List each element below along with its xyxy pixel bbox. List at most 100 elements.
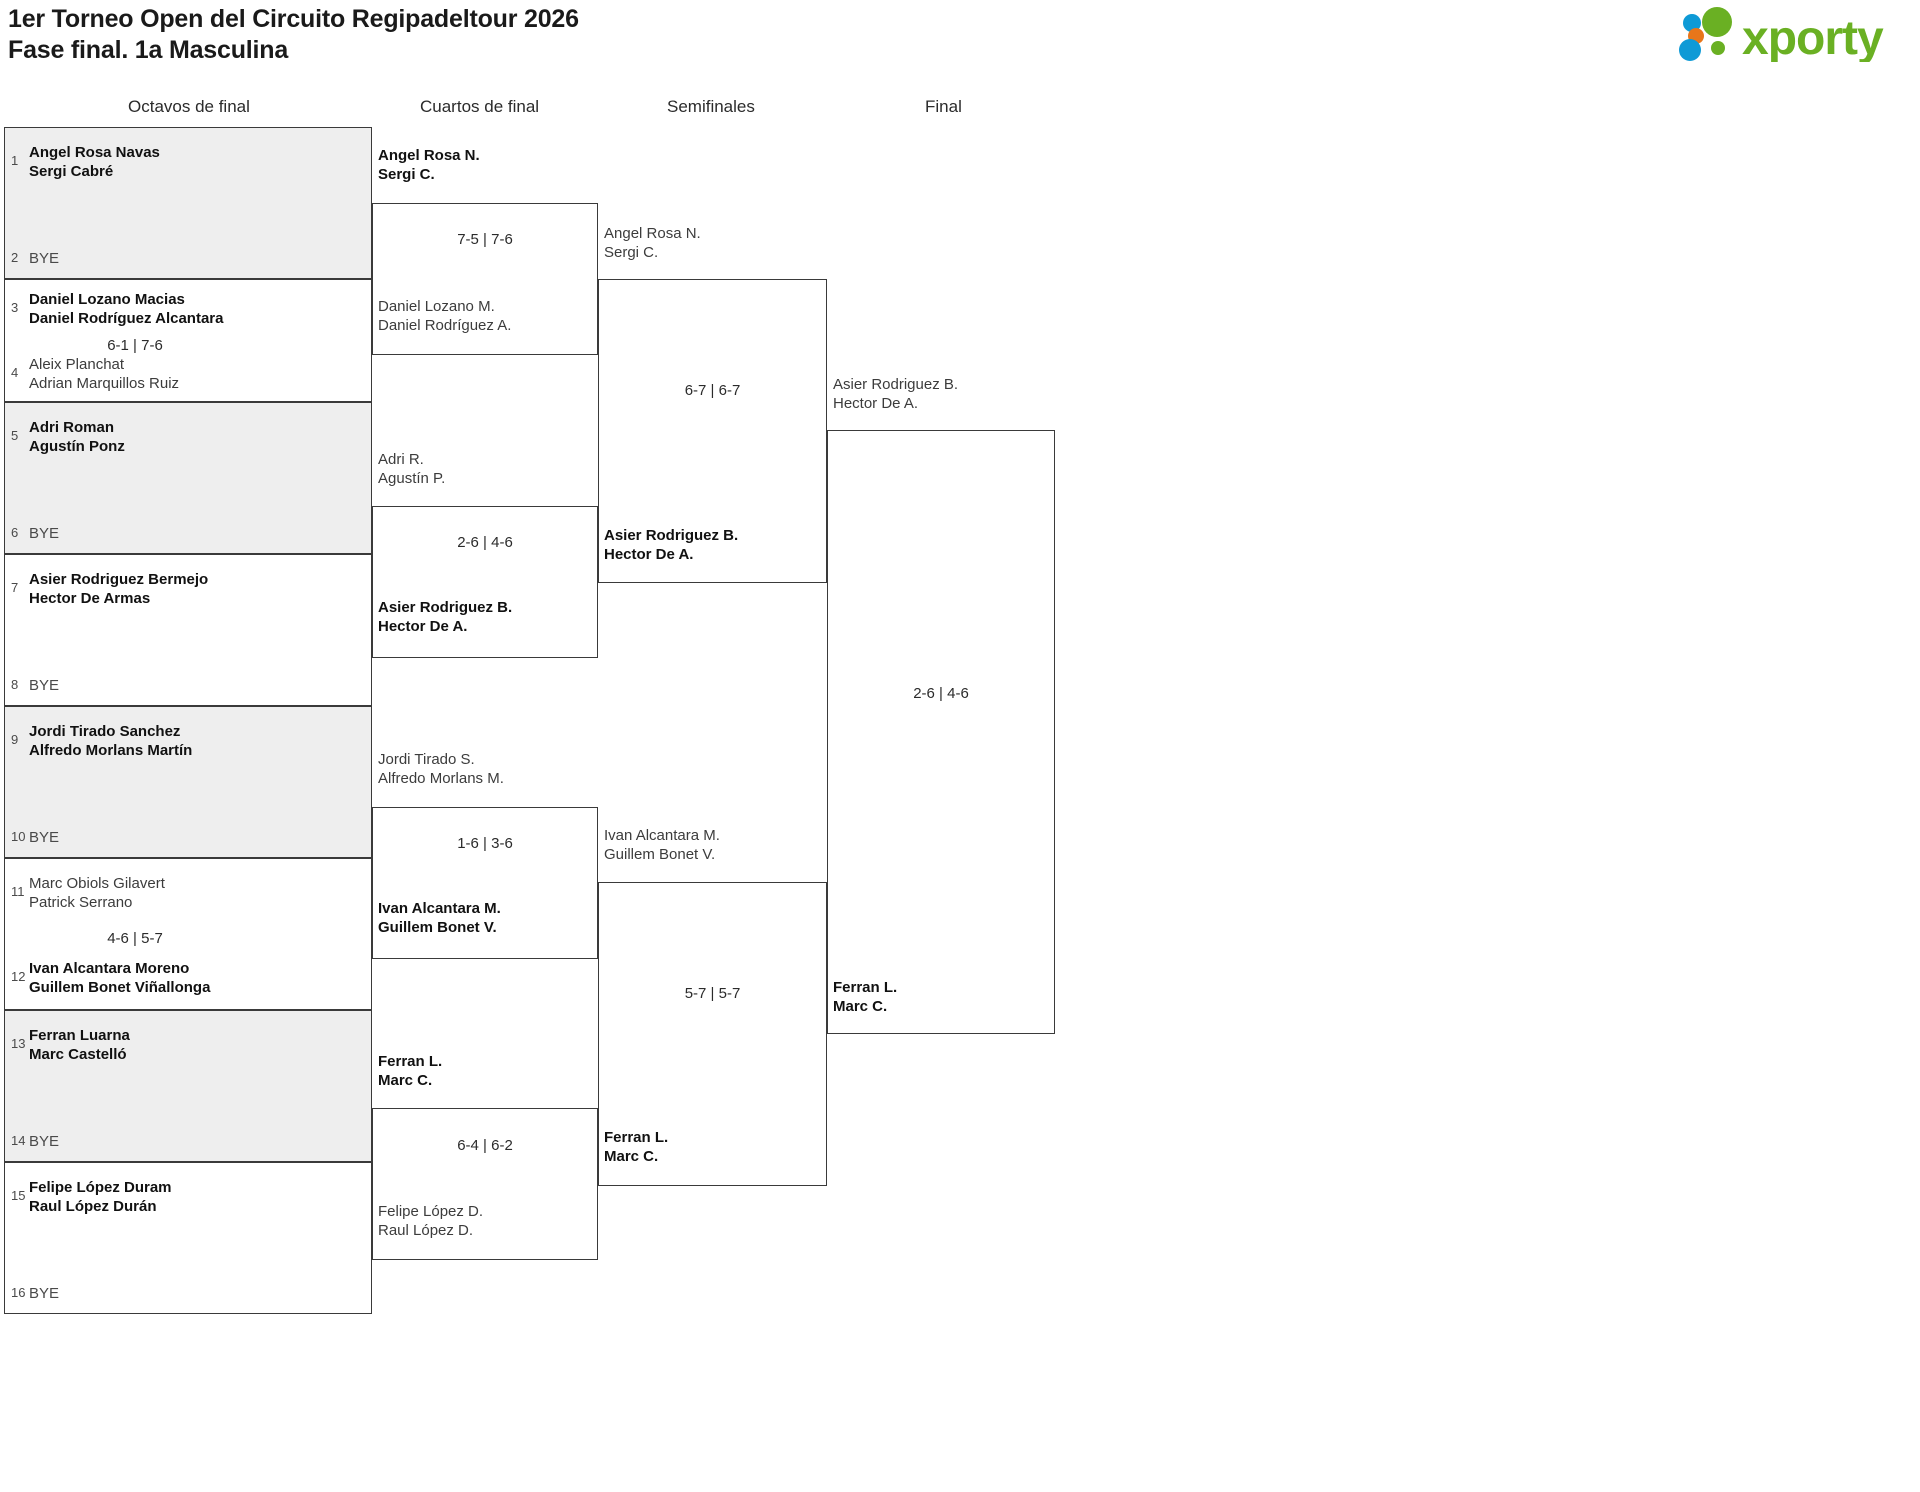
seed-number: 9: [11, 732, 19, 747]
seed-number: 3: [11, 300, 19, 315]
team-name-2: Marc C.: [378, 1072, 433, 1089]
team-name-2: Daniel Rodríguez Alcantara: [29, 310, 224, 327]
team-name-1: Aleix Planchat: [29, 356, 125, 373]
seed-number: 7: [11, 580, 19, 595]
sf-connector-1: [598, 279, 827, 583]
team-name-1: Ivan Alcantara M.: [378, 900, 501, 917]
seed-number: 6: [11, 525, 19, 540]
round-header-final: Final: [925, 97, 962, 116]
seed-number: 15: [11, 1188, 26, 1203]
team-name-1: Daniel Lozano Macias: [29, 291, 185, 308]
team-name-1: Angel Rosa N.: [378, 147, 480, 164]
xporty-logo[interactable]: xporty: [1670, 6, 1902, 62]
match-score: 4-6 | 5-7: [107, 930, 163, 947]
team-name-2: Alfredo Morlans Martín: [29, 742, 193, 759]
team-name-2: Daniel Rodríguez A.: [378, 317, 512, 334]
team-name-1: Ferran Luarna: [29, 1027, 130, 1044]
qf-connector-2: [372, 506, 598, 658]
seed-number: 8: [11, 677, 19, 692]
team-name-1: Felipe López Duram: [29, 1179, 172, 1196]
team-name-2: Guillem Bonet V.: [604, 846, 716, 863]
seed-number: 12: [11, 969, 26, 984]
seed-number: 16: [11, 1285, 26, 1300]
seed-number: 5: [11, 428, 19, 443]
team-name-1: Asier Rodriguez B.: [378, 599, 513, 616]
match-score: 6-1 | 7-6: [107, 337, 163, 354]
team-name-2: Agustín P.: [378, 470, 446, 487]
r1-match-8[interactable]: 15 Felipe López Duram Raul López Durán 1…: [4, 1162, 372, 1314]
seed-number: 11: [11, 884, 25, 899]
page-title: 1er Torneo Open del Circuito Regipadelto…: [8, 4, 579, 66]
team-name-1: Asier Rodriguez Bermejo: [29, 571, 209, 588]
team-name-1: Asier Rodriguez B.: [833, 376, 959, 393]
match-score: 1-6 | 3-6: [457, 835, 513, 852]
r1-match-7[interactable]: 13 Ferran Luarna Marc Castelló 14 BYE: [4, 1010, 372, 1162]
team-name-1: Adri R.: [378, 451, 424, 468]
team-name-2: Marc Castelló: [29, 1046, 127, 1063]
team-name-2: Guillem Bonet Viñallonga: [29, 979, 211, 996]
match-score: 5-7 | 5-7: [684, 985, 741, 1002]
bye-label: BYE: [29, 677, 60, 694]
match-score: 7-5 | 7-6: [457, 231, 513, 248]
team-name-1: Jordi Tirado S.: [378, 751, 475, 768]
team-name-1: Adri Roman: [29, 419, 115, 436]
team-name-1: Ferran L.: [378, 1053, 443, 1070]
team-name-2: Adrian Marquillos Ruiz: [29, 375, 180, 392]
svg-text:xporty: xporty: [1742, 12, 1884, 62]
match-score: 6-4 | 6-2: [457, 1137, 513, 1154]
team-name-2: Raul López D.: [378, 1222, 474, 1239]
team-name-1: Asier Rodriguez B.: [604, 527, 739, 544]
match-score: 6-7 | 6-7: [684, 382, 741, 399]
r1-match-4[interactable]: 7 Asier Rodriguez Bermejo Hector De Arma…: [4, 554, 372, 706]
team-name-1: Daniel Lozano M.: [378, 298, 495, 315]
qf-connector-1: [372, 203, 598, 355]
team-name-2: Hector De A.: [833, 395, 919, 412]
seed-number: 4: [11, 365, 19, 380]
team-name-1: Ivan Alcantara M.: [604, 827, 720, 844]
team-name-1: Jordi Tirado Sanchez: [29, 723, 181, 740]
seed-number: 2: [11, 250, 19, 265]
team-name-1: Angel Rosa Navas: [29, 144, 160, 161]
r1-match-6[interactable]: 11 Marc Obiols Gilavert Patrick Serrano …: [4, 858, 372, 1010]
team-name-2: Guillem Bonet V.: [378, 919, 497, 936]
r1-match-1[interactable]: 1 Angel Rosa Navas Sergi Cabré 2 BYE: [4, 127, 372, 279]
team-name-1: Marc Obiols Gilavert: [29, 875, 165, 892]
bye-label: BYE: [29, 1285, 60, 1302]
team-name-1: Felipe López D.: [378, 1203, 484, 1220]
qf-connector-4: [372, 1108, 598, 1260]
bye-label: BYE: [29, 1133, 60, 1150]
bye-label: BYE: [29, 829, 60, 846]
team-name-2: Sergi C.: [604, 244, 659, 261]
team-name-1: Ivan Alcantara Moreno: [29, 960, 190, 977]
final-connector: [827, 430, 1055, 1034]
team-name-2: Hector De A.: [378, 618, 468, 635]
seed-number: 1: [11, 153, 19, 168]
match-score: 2-6 | 4-6: [457, 534, 513, 551]
r1-match-2[interactable]: 3 Daniel Lozano Macias Daniel Rodríguez …: [4, 279, 372, 402]
bye-label: BYE: [29, 525, 60, 542]
team-name-2: Raul López Durán: [29, 1198, 157, 1215]
team-name-2: Sergi C.: [378, 166, 435, 183]
team-name-2: Hector De Armas: [29, 590, 151, 607]
team-name-2: Marc C.: [604, 1148, 659, 1165]
team-name-2: Alfredo Morlans M.: [378, 770, 504, 787]
seed-number: 10: [11, 829, 26, 844]
tournament-title-line2: Fase final. 1a Masculina: [8, 36, 289, 64]
team-name-2: Sergi Cabré: [29, 163, 114, 180]
bye-label: BYE: [29, 250, 60, 267]
tournament-title-line1: 1er Torneo Open del Circuito Regipadelto…: [8, 5, 579, 33]
round-header-semifinales: Semifinales: [667, 97, 755, 116]
team-name-2: Agustín Ponz: [29, 438, 125, 455]
champion-name-1: Ferran L.: [833, 979, 898, 996]
match-score: 2-6 | 4-6: [913, 685, 969, 702]
r1-match-3[interactable]: 5 Adri Roman Agustín Ponz 6 BYE: [4, 402, 372, 554]
team-name-1: Ferran L.: [604, 1129, 669, 1146]
team-name-2: Hector De A.: [604, 546, 694, 563]
round-header-octavos: Octavos de final: [128, 97, 250, 116]
sf-connector-2: [598, 882, 827, 1186]
r1-match-5[interactable]: 9 Jordi Tirado Sanchez Alfredo Morlans M…: [4, 706, 372, 858]
seed-number: 14: [11, 1133, 26, 1148]
team-name-1: Angel Rosa N.: [604, 225, 701, 242]
champion-name-2: Marc C.: [833, 998, 888, 1015]
